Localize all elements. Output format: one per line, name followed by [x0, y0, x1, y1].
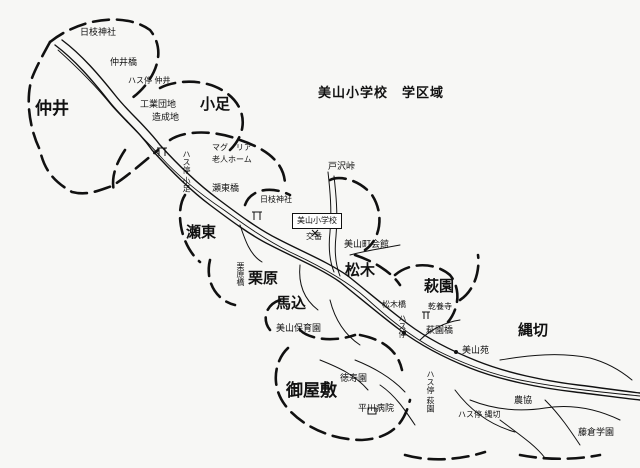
place-label: 戸沢峠	[328, 162, 356, 172]
place-label: 平川病院	[358, 404, 395, 414]
place-label: 藤倉学園	[578, 428, 615, 438]
place-label: 農協	[514, 396, 533, 406]
main-road	[54, 39, 640, 401]
place-label: 美山保育園	[276, 324, 322, 334]
school-box: 美山小学校	[292, 213, 342, 229]
district-hagizono: 萩園	[424, 277, 455, 295]
district-koashi: 小足	[200, 95, 231, 113]
district-kurihara: 栗原	[248, 269, 279, 287]
district-nakai: 仲井	[35, 99, 69, 119]
place-label: 美山町会館	[344, 240, 390, 250]
place-label: 美山苑	[462, 346, 490, 356]
place-label: マグノリア	[212, 143, 252, 152]
district-sehigashi: 瀬東	[186, 223, 217, 241]
district-magome: 馬込	[276, 294, 307, 312]
place-label: ハス停 小足	[182, 150, 191, 193]
place-label: 日枝神社	[260, 195, 292, 204]
map-markers	[367, 331, 458, 415]
place-label: ハス停 縄切	[458, 410, 501, 419]
district-matsuki: 松木	[345, 261, 376, 279]
place-label: 造成地	[152, 113, 180, 123]
shrine-gate-icons	[157, 147, 430, 319]
place-label: ハス停	[398, 314, 407, 338]
place-label: 仲井橋	[110, 58, 138, 68]
river-line	[57, 49, 640, 397]
place-label: ハス停 萩園	[426, 370, 435, 413]
place-label: ハス停 仲井	[128, 76, 171, 85]
minor-roads	[239, 171, 633, 459]
district-nawakiri: 縄切	[518, 321, 549, 339]
place-label: 萩園橋	[426, 326, 454, 336]
place-label: 瀬東橋	[212, 184, 240, 194]
place-label: 工業団地	[140, 100, 177, 110]
place-label: 徳寿園	[340, 374, 368, 384]
place-label: 日枝神社	[80, 28, 117, 38]
place-label: 老人ホーム	[212, 155, 252, 164]
place-label: 栗原橋	[236, 262, 245, 286]
district-boundary-lines	[27, 18, 602, 461]
place-label: 乾養寺	[428, 302, 452, 311]
map-title: 美山小学校 学区域	[318, 86, 445, 101]
district-oyashiki: 御屋敷	[286, 381, 337, 401]
place-label: 交番	[306, 232, 322, 241]
place-label: 松木橋	[382, 300, 406, 309]
